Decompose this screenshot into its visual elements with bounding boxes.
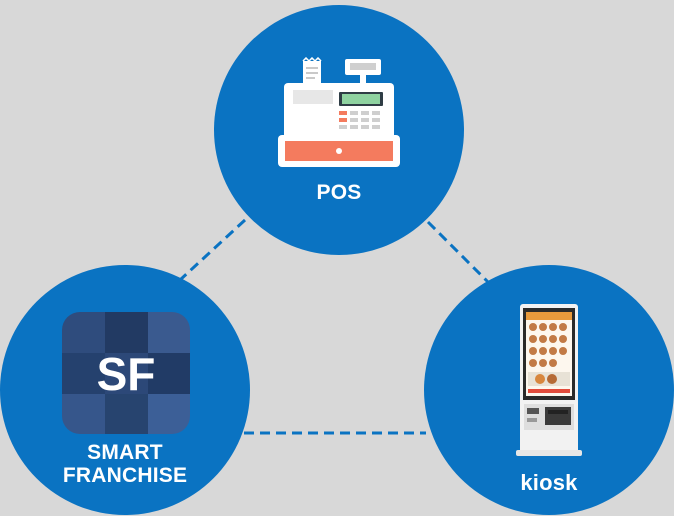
- connector-pos-sf: [178, 218, 247, 282]
- sf-app-icon: SF: [62, 312, 190, 434]
- smart-franchise-node: SF SMART FRANCHISE: [0, 265, 250, 515]
- connector-pos-kiosk: [426, 220, 490, 284]
- kiosk-label: kiosk: [520, 470, 578, 495]
- smart-franchise-label: SMART FRANCHISE: [0, 441, 250, 487]
- kiosk-icon: [516, 304, 582, 456]
- smart-franchise-label-line1: SMART: [87, 441, 163, 464]
- cash-register-icon: [278, 57, 400, 167]
- kiosk-node: kiosk: [424, 265, 674, 515]
- pos-node: POS: [214, 5, 464, 255]
- sf-logo-text: SF: [97, 348, 156, 400]
- pos-label: POS: [316, 181, 362, 204]
- smart-franchise-label-line2: FRANCHISE: [62, 464, 188, 487]
